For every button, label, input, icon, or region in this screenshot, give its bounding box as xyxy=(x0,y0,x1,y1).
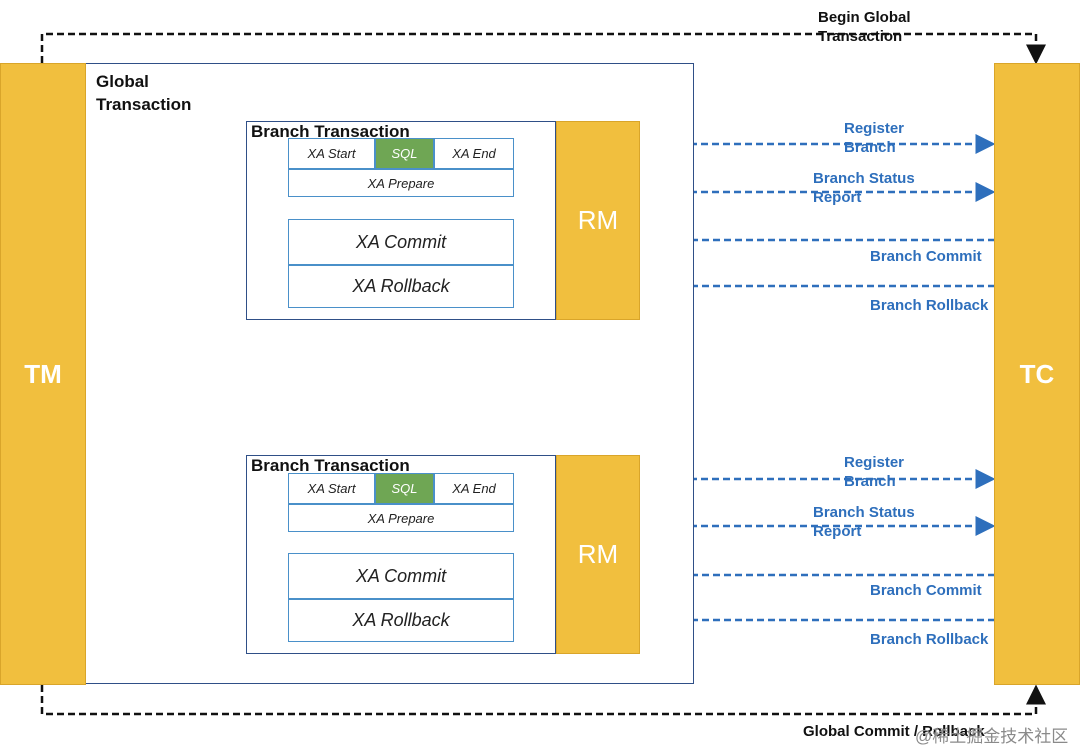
tc-block: TC xyxy=(994,63,1080,685)
rm-block: RM xyxy=(556,455,640,654)
tm-label: TM xyxy=(24,358,62,389)
global-commit-rollback-arrow xyxy=(40,684,1046,716)
xa-end-cell: XA End xyxy=(434,138,514,169)
xa-commit-cell: XA Commit xyxy=(288,553,514,599)
begin-global-label: Begin Global Transaction xyxy=(818,9,911,45)
sql-cell: SQL xyxy=(375,138,434,169)
xa-start-cell: XA Start xyxy=(288,138,375,169)
watermark: @稀土掘金技术社区 xyxy=(915,727,1069,746)
rm-label: RM xyxy=(577,539,619,569)
tc-label: TC xyxy=(1019,358,1055,389)
branch-commit-label: Branch Commit xyxy=(870,582,982,599)
xa-prepare-cell: XA Prepare xyxy=(288,504,514,532)
xa-rollback-cell: XA Rollback xyxy=(288,599,514,642)
tm-block: TM xyxy=(0,63,86,685)
branch-status-report-label: Branch Status Report xyxy=(813,504,915,540)
xa-prepare-cell: XA Prepare xyxy=(288,169,514,197)
register-branch-label: Register Branch xyxy=(844,120,905,156)
xa-start-cell: XA Start xyxy=(288,473,375,504)
sql-cell: SQL xyxy=(375,473,434,504)
xa-commit-cell: XA Commit xyxy=(288,219,514,265)
xa-rollback-cell: XA Rollback xyxy=(288,265,514,308)
begin-global-arrow xyxy=(40,32,1046,65)
register-branch-label: Register Branch xyxy=(844,454,905,490)
branch-commit-label: Branch Commit xyxy=(870,248,982,265)
branch-status-report-label: Branch Status Report xyxy=(813,170,915,206)
branch-rollback-label: Branch Rollback xyxy=(870,297,989,314)
branch-rollback-label: Branch Rollback xyxy=(870,631,989,648)
global-commit-rollback-label: Global Commit / Rollback xyxy=(803,723,985,740)
branch-transaction-title: Branch Transaction xyxy=(251,456,410,475)
rm-label: RM xyxy=(577,205,619,235)
xa-end-cell: XA End xyxy=(434,473,514,504)
global-transaction-label: Global Transaction xyxy=(96,72,192,114)
branch-transaction-title: Branch Transaction xyxy=(251,122,410,141)
rm-block: RM xyxy=(556,121,640,320)
